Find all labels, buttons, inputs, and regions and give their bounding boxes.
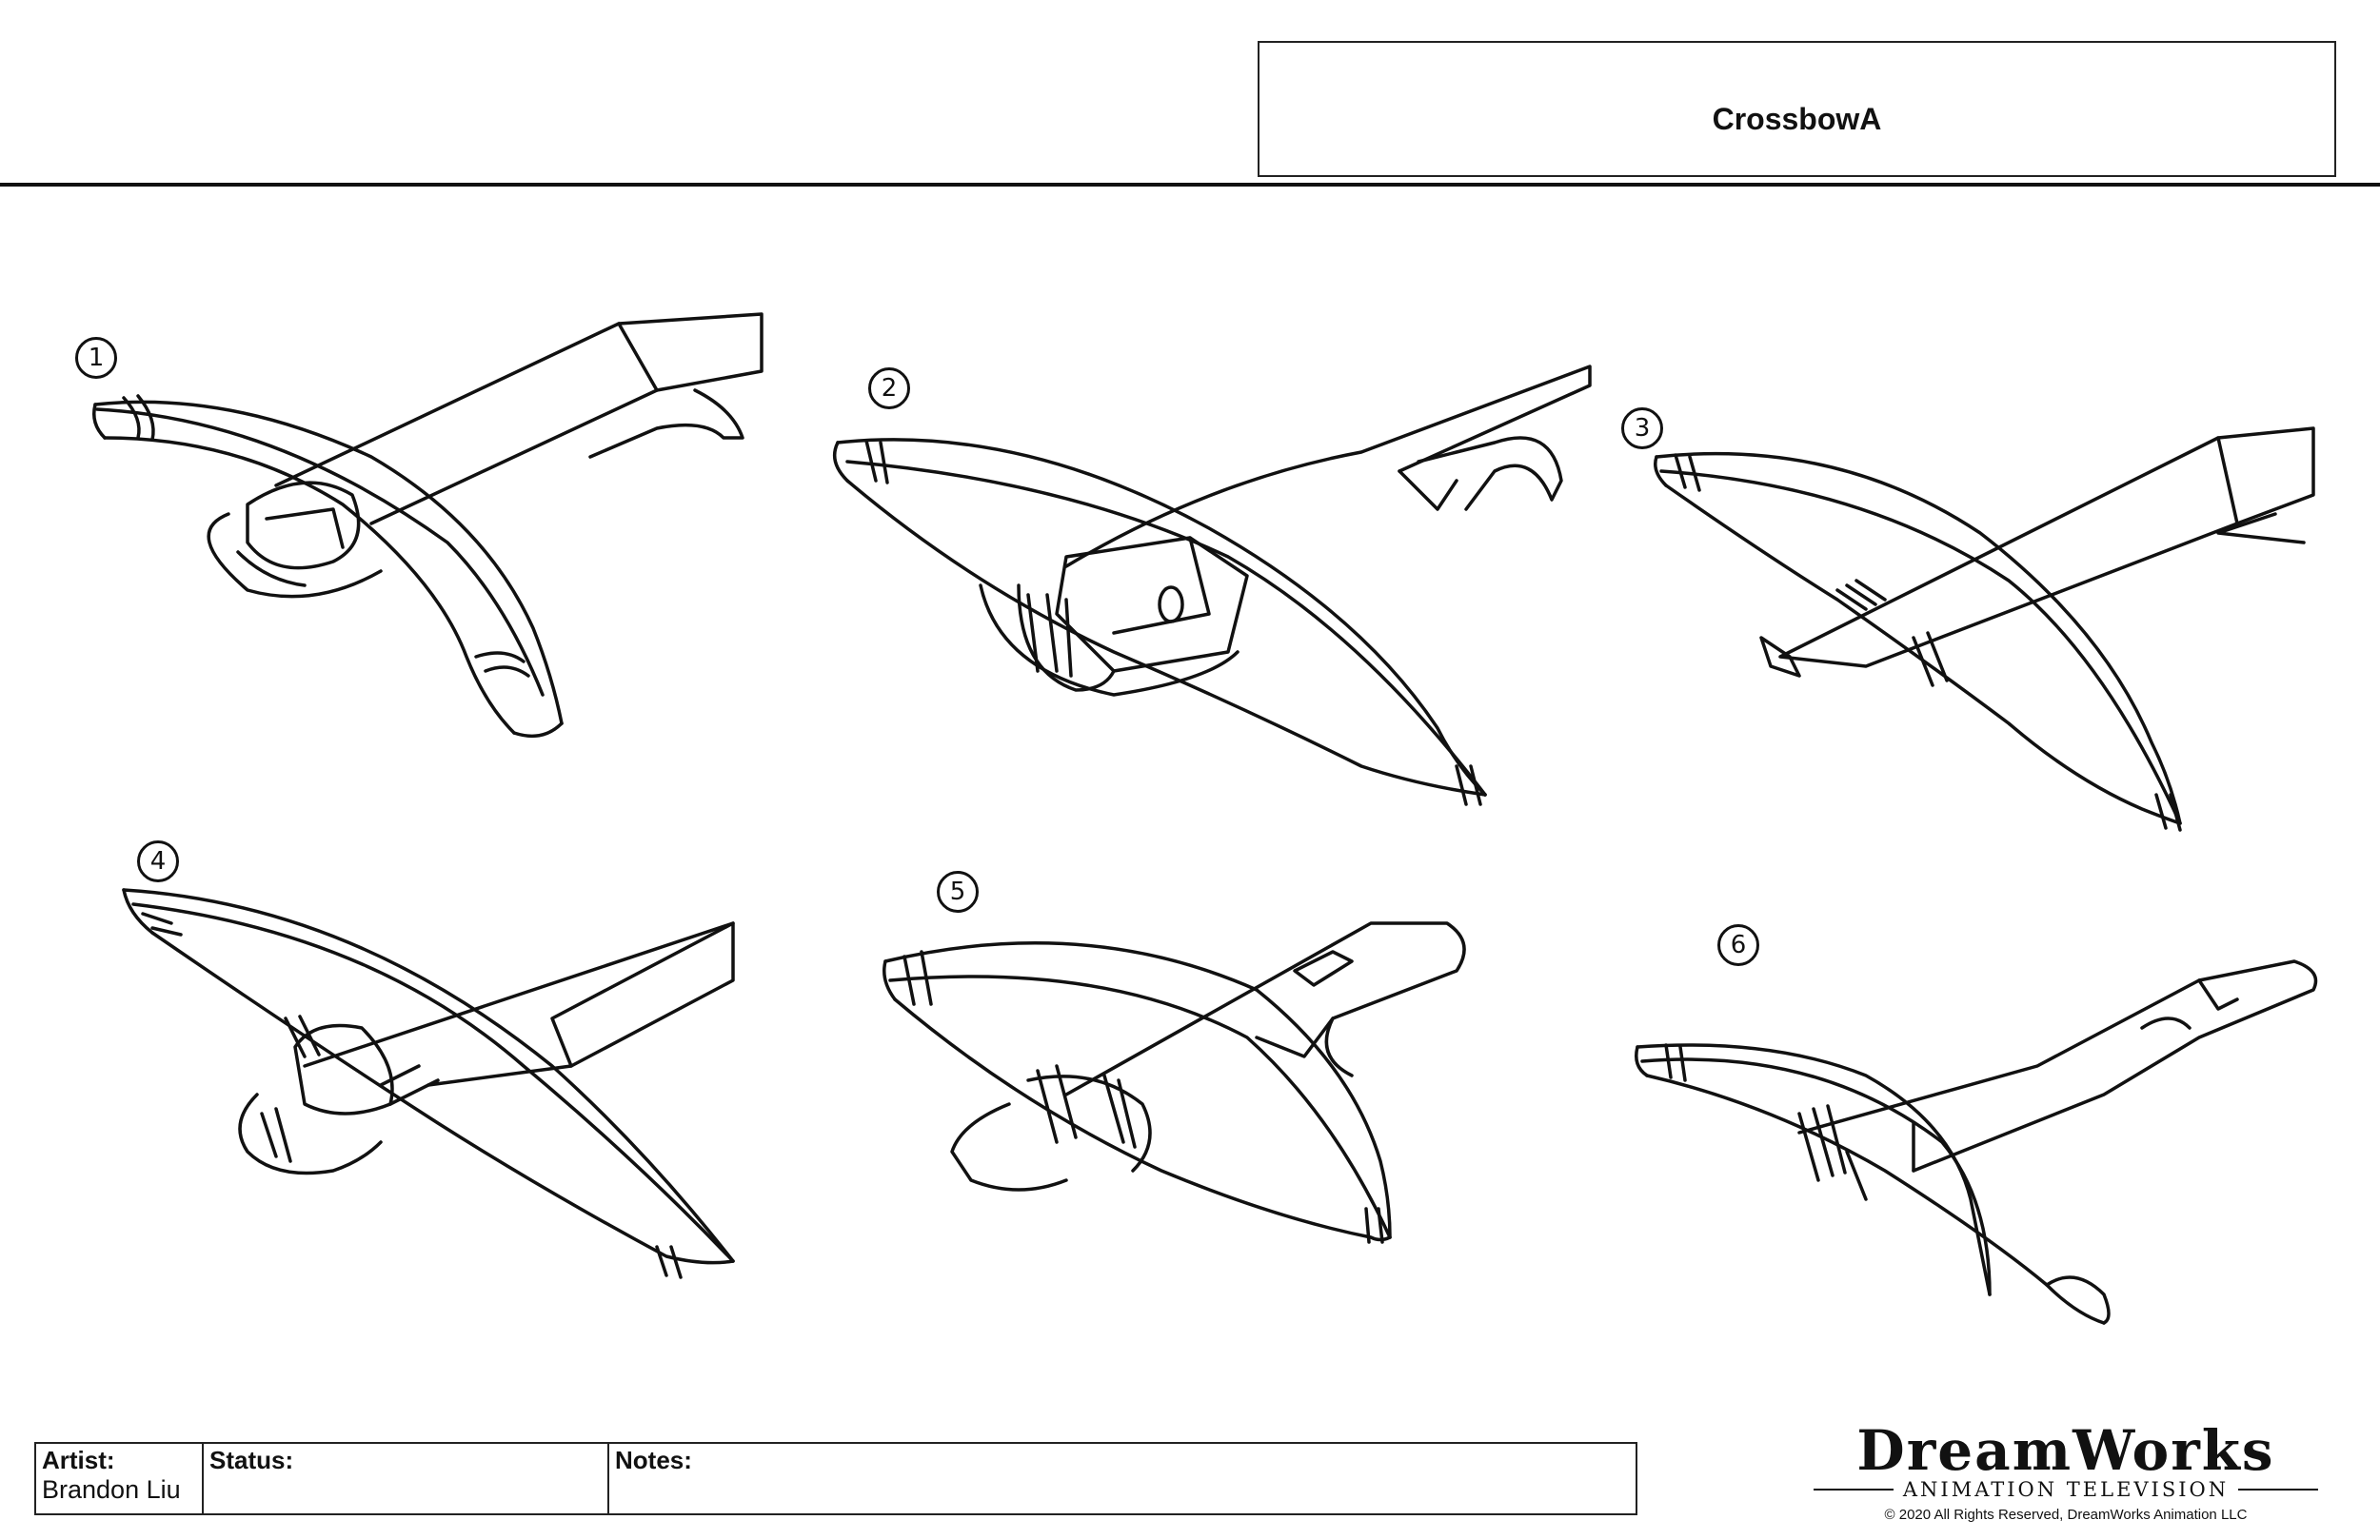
crossbow-sketch-6 [1628, 952, 2332, 1333]
sketch-number-6: 6 [1717, 924, 1759, 966]
logo-rule-right [2238, 1489, 2318, 1491]
logo-sub: ANIMATION TELEVISION [1902, 1478, 2230, 1501]
title-box: CrossbowA [1258, 41, 2336, 177]
sketch-number-1: 1 [75, 337, 117, 379]
crossbow-sketch-4 [114, 876, 762, 1304]
notes-cell: Notes: [607, 1442, 1637, 1515]
crossbow-sketch-3 [1647, 419, 2342, 838]
info-table: Artist: Brandon Liu Status: Notes: [34, 1442, 1637, 1515]
logo-brand: DreamWorks [1856, 1418, 2275, 1483]
sketch-number-4: 4 [137, 840, 179, 882]
crossbow-sketch-2 [828, 365, 1599, 814]
artist-value: Brandon Liu [42, 1475, 181, 1504]
crossbow-sketch-1 [86, 312, 790, 752]
copyright-text: © 2020 All Rights Reserved, DreamWorks A… [1884, 1507, 2248, 1523]
sketch-number-3: 3 [1621, 407, 1663, 449]
page-title: CrossbowA [1712, 102, 1882, 136]
status-label: Status: [209, 1446, 294, 1474]
crossbow-sketch-5 [876, 914, 1504, 1275]
sketch-number-5: 5 [937, 871, 979, 913]
artist-cell: Artist: Brandon Liu [34, 1442, 204, 1515]
notes-label: Notes: [615, 1446, 692, 1474]
status-cell: Status: [202, 1442, 609, 1515]
logo-rule-left [1814, 1489, 1894, 1491]
logo-sub-row: ANIMATION TELEVISION [1814, 1478, 2318, 1501]
header-divider [0, 183, 2380, 187]
sketch-number-2: 2 [868, 367, 910, 409]
dreamworks-logo: DreamWorks ANIMATION TELEVISION © 2020 A… [1814, 1421, 2318, 1523]
artist-label: Artist: [42, 1446, 115, 1474]
